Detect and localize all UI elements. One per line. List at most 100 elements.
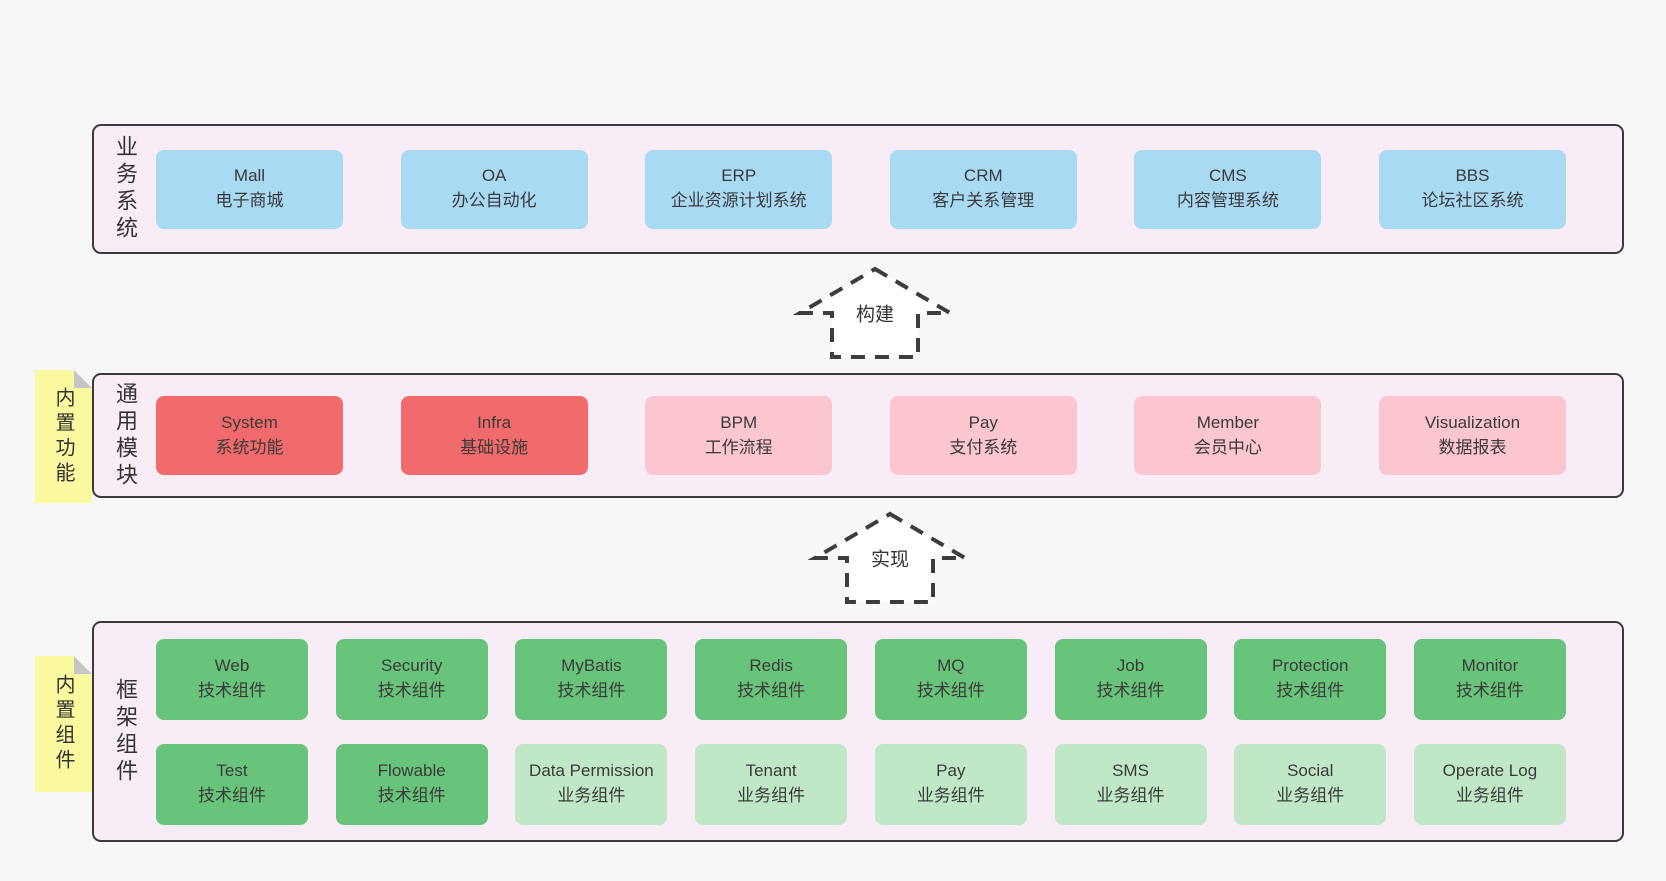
- framework-row-2: Test 技术组件 Flowable 技术组件 Data Permission …: [156, 743, 1566, 825]
- box-oa: OA 办公自动化: [400, 149, 588, 229]
- sticky-text: 内置组件: [52, 674, 74, 774]
- box-name: Social: [1287, 761, 1334, 781]
- framework-row-1: Web 技术组件 Security 技术组件 MyBatis 技术组件 Redi…: [156, 638, 1566, 720]
- box-subtitle: 工作流程: [704, 437, 773, 457]
- panel-business-systems: 业务系统 Mall 电子商城 OA 办公自动化 ERP 企业资源计划系统 CRM…: [92, 124, 1624, 254]
- box-data-permission: Data Permission 业务组件: [515, 743, 668, 825]
- box-subtitle: 支付系统: [949, 437, 1018, 457]
- sticky-note-built-in-features: 内置功能: [35, 370, 92, 503]
- box-name: MyBatis: [561, 656, 622, 676]
- sticky-text: 内置功能: [52, 386, 74, 487]
- box-tenant: Tenant 业务组件: [695, 743, 848, 825]
- box-web: Web 技术组件: [156, 638, 308, 720]
- box-subtitle: 数据报表: [1438, 437, 1507, 457]
- box-security: Security 技术组件: [335, 638, 488, 720]
- box-crm: CRM 客户关系管理: [889, 149, 1077, 229]
- box-name: BBS: [1455, 166, 1490, 186]
- box-name: Operate Log: [1442, 761, 1538, 781]
- box-name: ERP: [721, 166, 757, 186]
- box-subtitle: 技术组件: [198, 786, 266, 805]
- box-name: Job: [1116, 656, 1145, 676]
- box-pay-system: Pay 支付系统: [889, 396, 1077, 475]
- box-subtitle: 技术组件: [557, 681, 626, 700]
- modules-boxes-row: System 系统功能 Infra 基础设施 BPM 工作流程 Pay 支付系统…: [156, 396, 1566, 475]
- box-name: Mall: [233, 166, 266, 186]
- box-mybatis: MyBatis 技术组件: [515, 638, 668, 720]
- box-subtitle: 基础设施: [460, 437, 529, 457]
- box-protection: Protection 技术组件: [1234, 638, 1387, 720]
- box-subtitle: 客户关系管理: [932, 191, 1035, 210]
- box-subtitle: 电子商城: [215, 191, 284, 210]
- sticky-note-built-in-components: 内置组件: [35, 656, 92, 792]
- box-name: Protection: [1271, 656, 1349, 676]
- box-subtitle: 内容管理系统: [1176, 191, 1279, 210]
- box-subtitle: 办公自动化: [451, 191, 537, 210]
- panel-title-business: 业务系统: [113, 135, 138, 243]
- box-subtitle: 业务组件: [1276, 786, 1345, 805]
- box-subtitle: 技术组件: [916, 681, 985, 700]
- build-arrow-label: 构建: [851, 298, 899, 328]
- panel-title-modules: 通用模块: [113, 381, 138, 490]
- box-name: Monitor: [1461, 656, 1519, 676]
- box-subtitle: 业务组件: [557, 786, 626, 805]
- box-name: Tenant: [745, 761, 797, 781]
- box-redis: Redis 技术组件: [695, 638, 848, 720]
- box-flowable: Flowable 技术组件: [335, 743, 488, 825]
- panel-framework-components: 框架组件 Web 技术组件 Security 技术组件 MyBatis 技术组件…: [92, 621, 1624, 842]
- box-cms: CMS 内容管理系统: [1134, 149, 1322, 229]
- sticky-fold-corner: [74, 370, 92, 388]
- box-name: Security: [380, 656, 443, 676]
- box-name: Test: [216, 761, 248, 781]
- box-bpm: BPM 工作流程: [645, 396, 833, 475]
- box-name: Member: [1196, 412, 1260, 432]
- box-subtitle: 业务组件: [1455, 786, 1524, 805]
- box-subtitle: 技术组件: [737, 681, 806, 700]
- box-job: Job 技术组件: [1054, 638, 1207, 720]
- box-subtitle: 技术组件: [1455, 681, 1524, 700]
- box-subtitle: 技术组件: [1096, 681, 1165, 700]
- box-erp: ERP 企业资源计划系统: [645, 149, 833, 229]
- box-pay-component: Pay 业务组件: [874, 743, 1027, 825]
- box-subtitle: 技术组件: [377, 786, 446, 805]
- box-mq: MQ 技术组件: [874, 638, 1027, 720]
- box-name: OA: [481, 166, 507, 186]
- box-name: MQ: [937, 656, 965, 676]
- panel-common-modules: 通用模块 System 系统功能 Infra 基础设施 BPM 工作流程 Pay…: [92, 373, 1624, 498]
- box-infra: Infra 基础设施: [400, 396, 588, 475]
- box-name: Data Permission: [529, 761, 654, 781]
- box-name: Flowable: [377, 761, 446, 781]
- box-visualization: Visualization 数据报表: [1378, 396, 1566, 475]
- box-name: Redis: [749, 656, 793, 676]
- box-name: Pay: [936, 761, 966, 781]
- box-operate-log: Operate Log 业务组件: [1413, 743, 1566, 825]
- box-name: BPM: [720, 412, 758, 432]
- box-subtitle: 业务组件: [737, 786, 806, 805]
- box-subtitle: 会员中心: [1193, 437, 1262, 457]
- box-subtitle: 业务组件: [916, 786, 985, 805]
- box-name: Pay: [968, 412, 998, 432]
- box-subtitle: 技术组件: [1276, 681, 1345, 700]
- box-name: SMS: [1112, 761, 1149, 781]
- box-name: Visualization: [1424, 412, 1521, 432]
- panel-title-framework: 框架组件: [113, 677, 138, 786]
- business-boxes-row: Mall 电子商城 OA 办公自动化 ERP 企业资源计划系统 CRM 客户关系…: [156, 149, 1566, 229]
- box-social: Social 业务组件: [1234, 743, 1387, 825]
- box-system: System 系统功能: [156, 396, 343, 475]
- box-mall: Mall 电子商城: [156, 149, 343, 229]
- box-name: CRM: [963, 166, 1003, 186]
- box-subtitle: 企业资源计划系统: [670, 191, 807, 210]
- box-subtitle: 系统功能: [215, 437, 284, 457]
- box-subtitle: 论坛社区系统: [1421, 191, 1524, 210]
- box-monitor: Monitor 技术组件: [1413, 638, 1566, 720]
- sticky-fold-corner: [74, 656, 92, 674]
- box-name: System: [221, 412, 278, 432]
- box-name: CMS: [1208, 166, 1247, 186]
- box-sms: SMS 业务组件: [1054, 743, 1207, 825]
- box-name: Infra: [477, 412, 512, 432]
- implement-arrow-label: 实现: [866, 543, 914, 573]
- box-name: Web: [214, 656, 250, 676]
- box-subtitle: 技术组件: [198, 681, 266, 700]
- box-subtitle: 技术组件: [377, 681, 446, 700]
- box-subtitle: 业务组件: [1096, 786, 1165, 805]
